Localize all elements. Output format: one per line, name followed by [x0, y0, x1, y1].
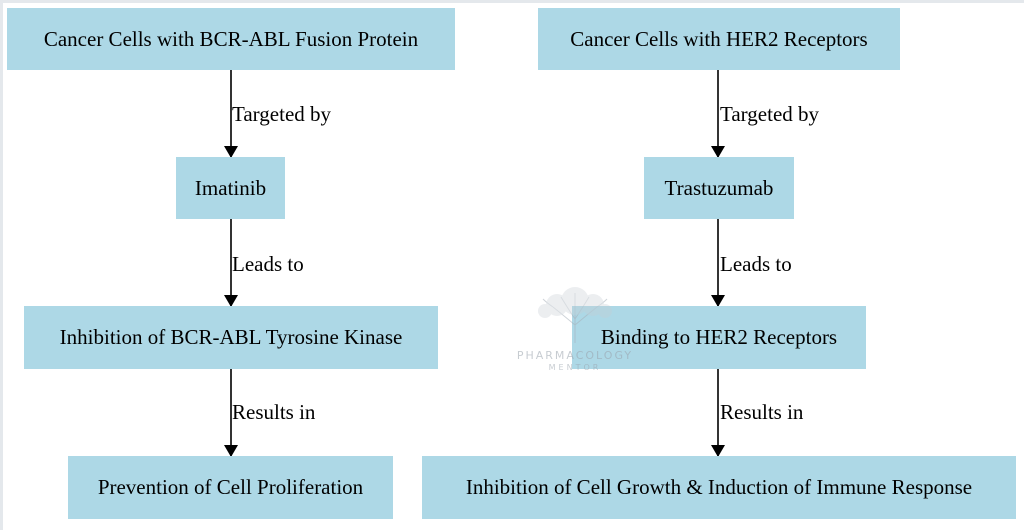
node-inhibition-bcr-abl: Inhibition of BCR-ABL Tyrosine Kinase — [24, 306, 438, 369]
node-prevention: Prevention of Cell Proliferation — [68, 456, 393, 519]
node-trastuzumab: Trastuzumab — [644, 157, 794, 219]
node-her2-cells: Cancer Cells with HER2 Receptors — [538, 8, 900, 70]
frame-left-border — [0, 0, 3, 530]
label-right-targeted-by: Targeted by — [720, 102, 820, 126]
node-imatinib: Imatinib — [176, 157, 285, 219]
watermark-line1: PHARMACOLOGY — [516, 349, 634, 362]
watermark-line2: MENTOR — [548, 363, 602, 372]
node-bcr-abl-cells: Cancer Cells with BCR-ABL Fusion Protein — [7, 8, 455, 70]
label-left-results-in: Results in — [232, 400, 316, 424]
node-inhibition-growth: Inhibition of Cell Growth & Induction of… — [422, 456, 1016, 519]
pharmacology-mentor-watermark: PHARMACOLOGY MENTOR — [505, 285, 645, 375]
label-right-results-in: Results in — [720, 400, 804, 424]
label-right-leads-to: Leads to — [720, 252, 792, 276]
frame-top-border — [0, 0, 1024, 3]
node-binding-her2: Binding to HER2 Receptors — [572, 306, 866, 369]
label-left-leads-to: Leads to — [232, 252, 304, 276]
tree-logo-icon — [538, 287, 612, 343]
label-left-targeted-by: Targeted by — [232, 102, 332, 126]
